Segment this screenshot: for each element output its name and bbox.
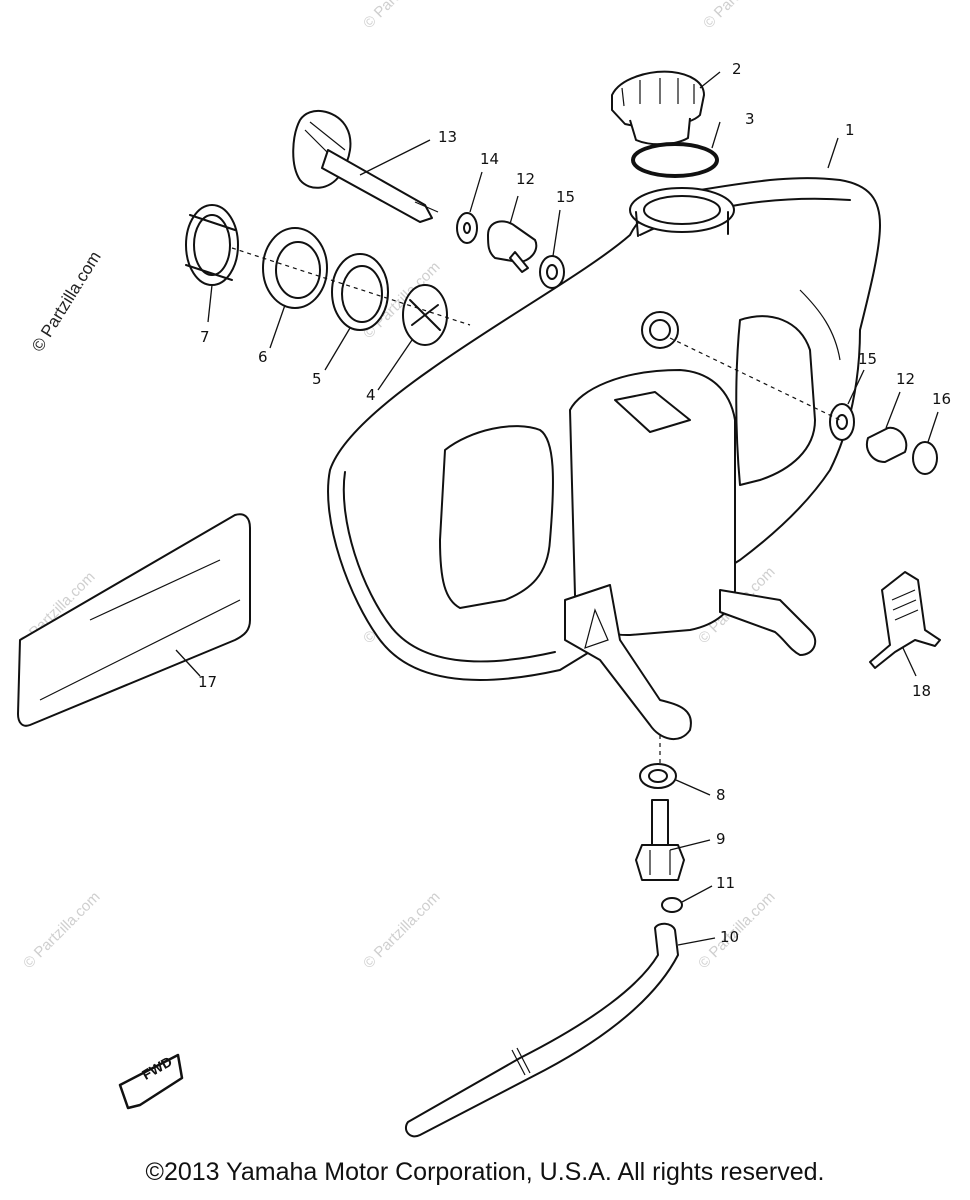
assembly-line — [231, 247, 471, 326]
clip-18 — [869, 571, 941, 669]
callout-17: 17 — [198, 673, 218, 691]
callout-11: 11 — [716, 874, 736, 892]
filler-cap — [611, 70, 705, 146]
union-bolt-upper — [487, 220, 538, 273]
callout-8: 8 — [716, 786, 726, 804]
gasket-15-right — [829, 403, 855, 441]
callout-15-right: 15 — [858, 350, 878, 368]
union-bolt-right — [866, 426, 908, 463]
callout-1: 1 — [845, 121, 855, 139]
leader-lines — [175, 71, 939, 946]
gauge-knob-shaft — [292, 110, 439, 223]
fwd-arrow — [118, 1053, 184, 1110]
filler-cap-gasket — [631, 142, 719, 178]
gasket-5 — [331, 253, 389, 331]
washer-14 — [456, 212, 478, 244]
callout-3: 3 — [745, 110, 755, 128]
fitting-9 — [635, 799, 685, 881]
clamp-11 — [661, 897, 683, 913]
callout-4: 4 — [366, 386, 376, 404]
callout-2: 2 — [732, 60, 742, 78]
washer-8 — [639, 763, 677, 789]
callout-12-upper: 12 — [516, 170, 536, 188]
callout-14: 14 — [480, 150, 500, 168]
gasket-hole — [836, 414, 848, 430]
oil-hose-10 — [404, 922, 679, 1138]
cap-7 — [185, 204, 239, 286]
callout-5: 5 — [312, 370, 322, 388]
callout-10: 10 — [720, 928, 740, 946]
callout-18: 18 — [912, 682, 932, 700]
callout-12-right: 12 — [896, 370, 916, 388]
plate-4 — [402, 284, 448, 346]
emblem-plate-17 — [17, 513, 251, 727]
gasket-hole — [546, 264, 558, 280]
callout-7: 7 — [200, 328, 210, 346]
copyright-footer: ©2013 Yamaha Motor Corporation, U.S.A. A… — [145, 1158, 825, 1186]
callout-15-upper: 15 — [556, 188, 576, 206]
oil-tank-body — [327, 177, 881, 740]
callout-9: 9 — [716, 830, 726, 848]
gasket-16 — [912, 441, 938, 475]
callout-16: 16 — [932, 390, 952, 408]
washer-hole — [463, 222, 471, 234]
callout-6: 6 — [258, 348, 268, 366]
gasket-15-upper — [539, 255, 565, 289]
callout-13: 13 — [438, 128, 458, 146]
